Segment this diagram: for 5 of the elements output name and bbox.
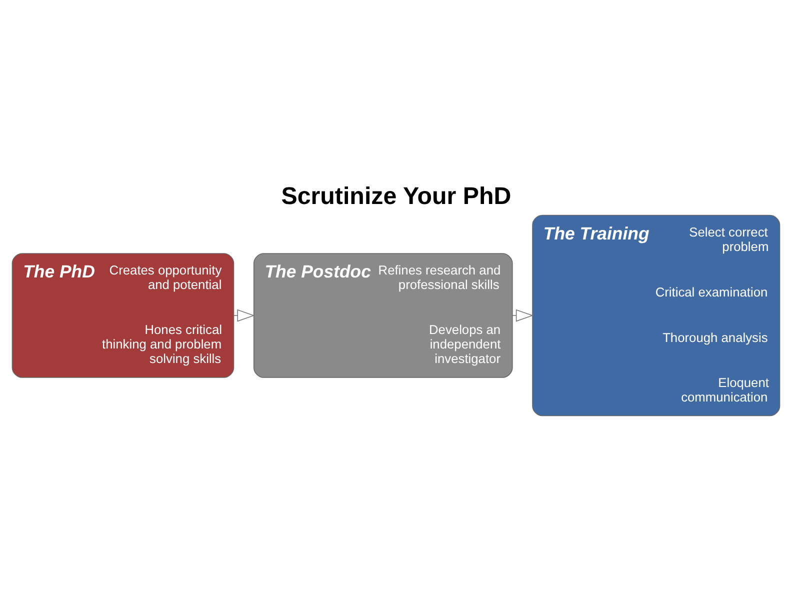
arrow	[512, 308, 534, 322]
diagram-title: Scrutinize Your PhD	[281, 182, 512, 210]
node-box: The Training Select correct problem Critical examination Thorough analysis Eloquent communication	[532, 214, 780, 416]
arrow	[233, 308, 255, 322]
node-box: The PhD Creates opportunity and potential Hones critical thinking and problem solving skills	[12, 252, 234, 378]
